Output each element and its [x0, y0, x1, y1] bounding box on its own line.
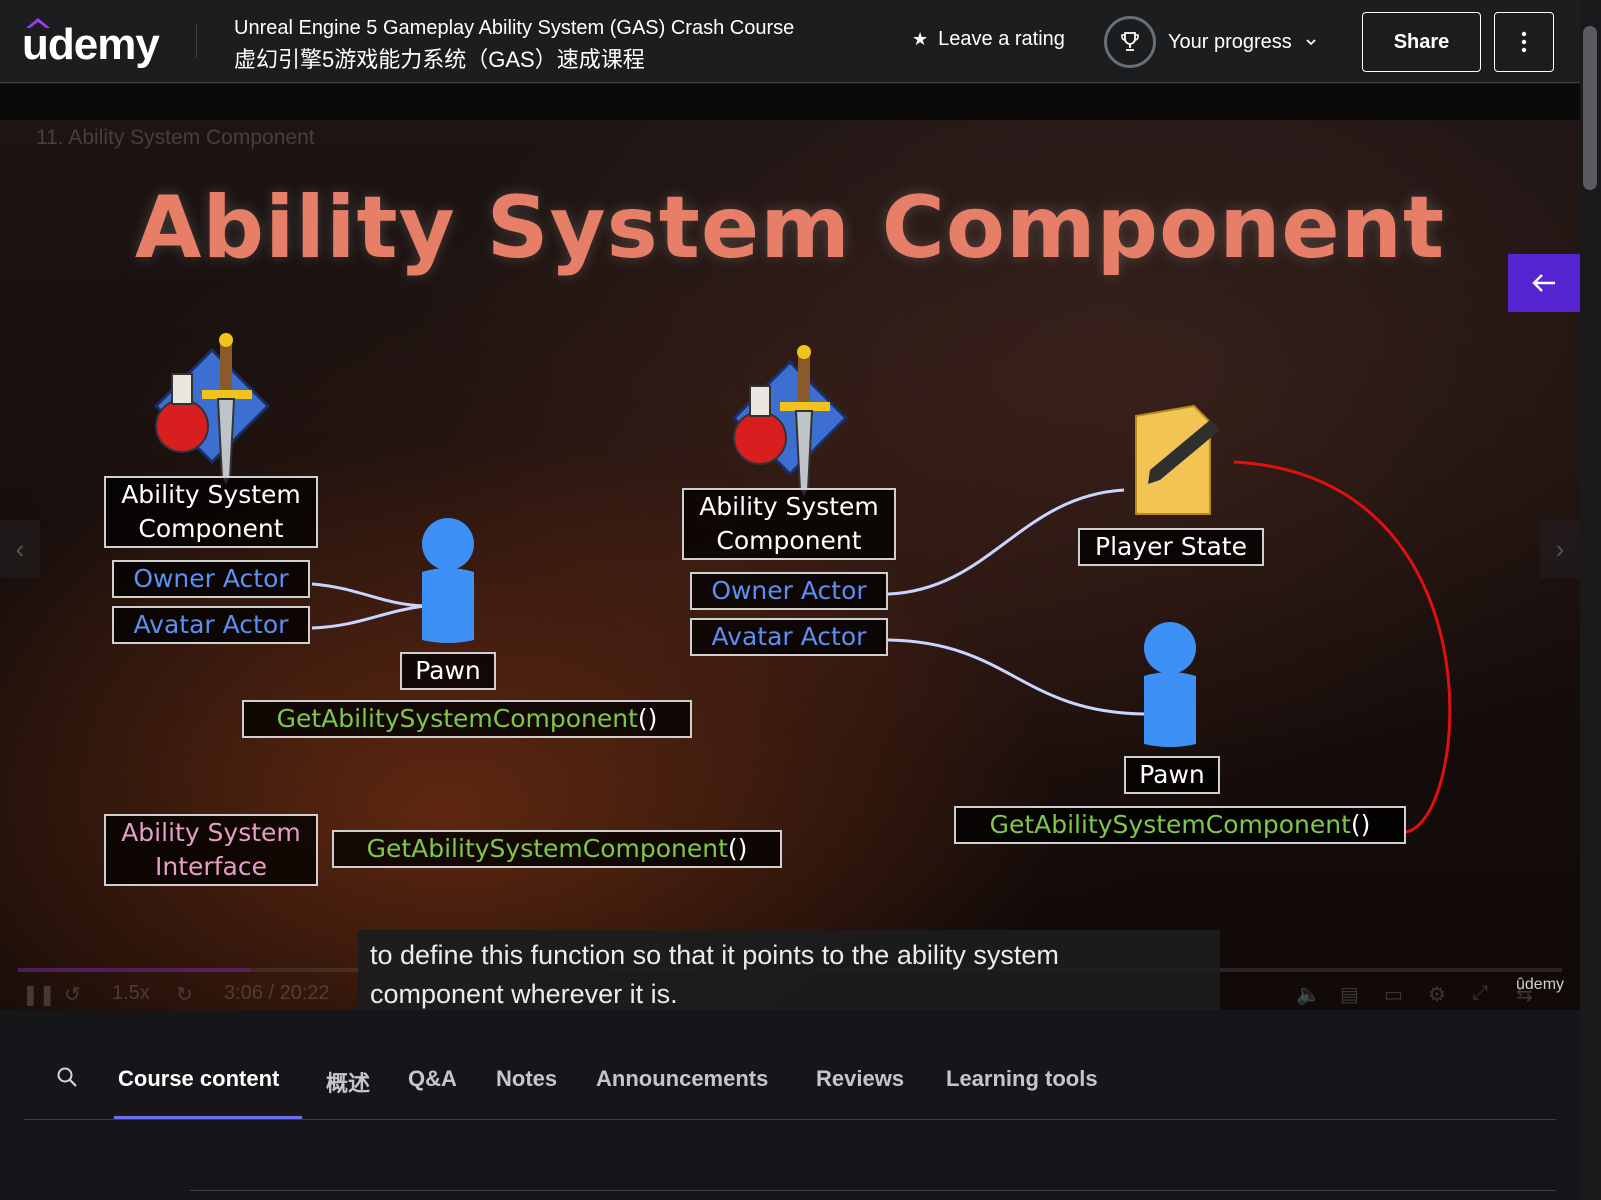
- right-avatar-actor: Avatar Actor: [690, 618, 888, 656]
- video-progress-fill: [18, 968, 250, 972]
- asi-get-asc-fn: GetAbilitySystemComponent: [366, 834, 728, 863]
- search-icon[interactable]: [56, 1066, 78, 1088]
- theater-mode-icon[interactable]: ⇆: [1516, 984, 1533, 1006]
- right-get-asc: GetAbilitySystemComponent(): [954, 806, 1406, 844]
- leave-rating-button[interactable]: ★ Leave a rating: [912, 28, 1065, 51]
- next-lecture-button[interactable]: ›: [1540, 520, 1580, 578]
- player-state-label: Player State: [1078, 528, 1264, 566]
- right-owner-actor: Owner Actor: [690, 572, 888, 610]
- asi-box: Ability System Interface: [104, 814, 318, 886]
- right-asc-line1: Ability System: [699, 492, 879, 521]
- lecture-slide: Ability System Component: [0, 120, 1580, 1010]
- pawn-icon-left: [422, 518, 474, 643]
- star-icon: ★: [912, 29, 929, 49]
- back-button[interactable]: [1508, 254, 1580, 312]
- course-title-en: Unreal Engine 5 Gameplay Ability System …: [234, 17, 795, 39]
- right-get-asc-parens: (): [1350, 810, 1371, 839]
- right-asc-box: Ability System Component: [682, 488, 896, 560]
- right-asc-line2: Component: [716, 526, 862, 555]
- asi-get-asc: GetAbilitySystemComponent(): [332, 830, 782, 868]
- fullscreen-icon[interactable]: ⤢: [1472, 982, 1488, 1004]
- left-avatar-actor: Avatar Actor: [112, 606, 310, 644]
- content-divider: [190, 1190, 1556, 1191]
- udemy-logo[interactable]: udemy: [22, 14, 162, 70]
- tab-announcements[interactable]: Announcements: [596, 1066, 769, 1091]
- caption-line-1: to define this function so that it point…: [370, 940, 1059, 970]
- time-display: 3:06 / 20:22: [224, 982, 330, 1004]
- kebab-menu-icon: [1521, 31, 1527, 53]
- left-get-asc-parens: (): [637, 704, 658, 733]
- rating-label: Leave a rating: [938, 28, 1065, 50]
- asi-line2: Interface: [155, 852, 267, 881]
- tab-qa[interactable]: Q&A: [408, 1066, 457, 1091]
- asi-line1: Ability System: [121, 818, 301, 847]
- logo-text: udemy: [22, 20, 160, 69]
- course-title-zh: 虚幻引擎5游戏能力系统（GAS）速成课程: [234, 47, 645, 72]
- chevron-down-icon: [1306, 39, 1316, 46]
- asc-icon-right: [731, 345, 849, 501]
- playback-speed[interactable]: 1.5x: [112, 982, 150, 1004]
- udemy-watermark: ûdemy: [1516, 976, 1565, 993]
- course-title[interactable]: Unreal Engine 5 Gameplay Ability System …: [234, 12, 794, 76]
- connector-right-avatar: [887, 638, 1145, 716]
- your-progress-button[interactable]: Your progress: [1104, 16, 1318, 68]
- tab-learning-tools[interactable]: Learning tools: [946, 1066, 1098, 1091]
- tab-course-content[interactable]: Course content: [118, 1066, 280, 1091]
- tab-reviews[interactable]: Reviews: [816, 1066, 905, 1091]
- asi-get-asc-parens: (): [727, 834, 748, 863]
- course-tabs: Course content 概述 Q&A Notes Announcement…: [24, 1040, 1556, 1120]
- left-get-asc-fn: GetAbilitySystemComponent: [276, 704, 638, 733]
- share-button[interactable]: Share: [1362, 12, 1481, 72]
- trophy-icon: [1121, 32, 1139, 51]
- lesson-label: 11. Ability System Component: [36, 126, 315, 149]
- pause-icon[interactable]: ❚❚: [22, 984, 56, 1006]
- active-tab-indicator: [114, 1116, 302, 1119]
- transcript-icon[interactable]: ▤: [1340, 984, 1359, 1006]
- left-get-asc: GetAbilitySystemComponent(): [242, 700, 692, 738]
- tab-overview[interactable]: 概述: [326, 1071, 371, 1096]
- connector-left-avatar: [311, 604, 425, 630]
- scrollbar-thumb[interactable]: [1583, 26, 1597, 190]
- player-state-icon: [1135, 404, 1220, 515]
- video-player[interactable]: Ability System Component: [0, 84, 1580, 1010]
- slide-title: Ability System Component: [134, 178, 1446, 278]
- caption-line-2: component wherever it is.: [370, 979, 678, 1009]
- captions-icon[interactable]: ▭: [1384, 984, 1403, 1006]
- course-header: udemy Unreal Engine 5 Gameplay Ability S…: [0, 0, 1580, 83]
- forward-icon[interactable]: ↻: [176, 984, 193, 1006]
- asc-icon-left: [153, 333, 271, 489]
- rewind-icon[interactable]: ↺: [64, 984, 81, 1006]
- left-owner-actor: Owner Actor: [112, 560, 310, 598]
- arrow-left-icon: [1532, 274, 1555, 292]
- right-get-asc-fn: GetAbilitySystemComponent: [989, 810, 1351, 839]
- pawn-icon-right: [1144, 622, 1196, 747]
- left-asc-line2: Component: [138, 514, 284, 543]
- volume-icon[interactable]: 🔈: [1296, 984, 1321, 1006]
- right-pawn-label: Pawn: [1124, 756, 1220, 794]
- connector-right-owner: [887, 488, 1125, 596]
- connector-left-owner: [311, 582, 425, 608]
- header-divider: [196, 24, 197, 58]
- settings-icon[interactable]: ⚙: [1428, 984, 1446, 1006]
- diagram-connectors: [153, 333, 1452, 834]
- left-asc-box: Ability System Component: [104, 476, 318, 548]
- more-options-button[interactable]: [1494, 12, 1554, 72]
- prev-lecture-button[interactable]: ‹: [0, 520, 40, 578]
- left-pawn-label: Pawn: [400, 652, 496, 690]
- left-asc-line1: Ability System: [121, 480, 301, 509]
- udemy-hat-icon: [26, 18, 50, 28]
- connector-red-arc: [1233, 460, 1452, 834]
- progress-ring: [1104, 16, 1156, 68]
- tab-notes[interactable]: Notes: [496, 1066, 558, 1091]
- progress-label: Your progress: [1168, 30, 1292, 53]
- page-scrollbar[interactable]: [1580, 0, 1601, 1200]
- video-caption: to define this function so that it point…: [358, 930, 1220, 1010]
